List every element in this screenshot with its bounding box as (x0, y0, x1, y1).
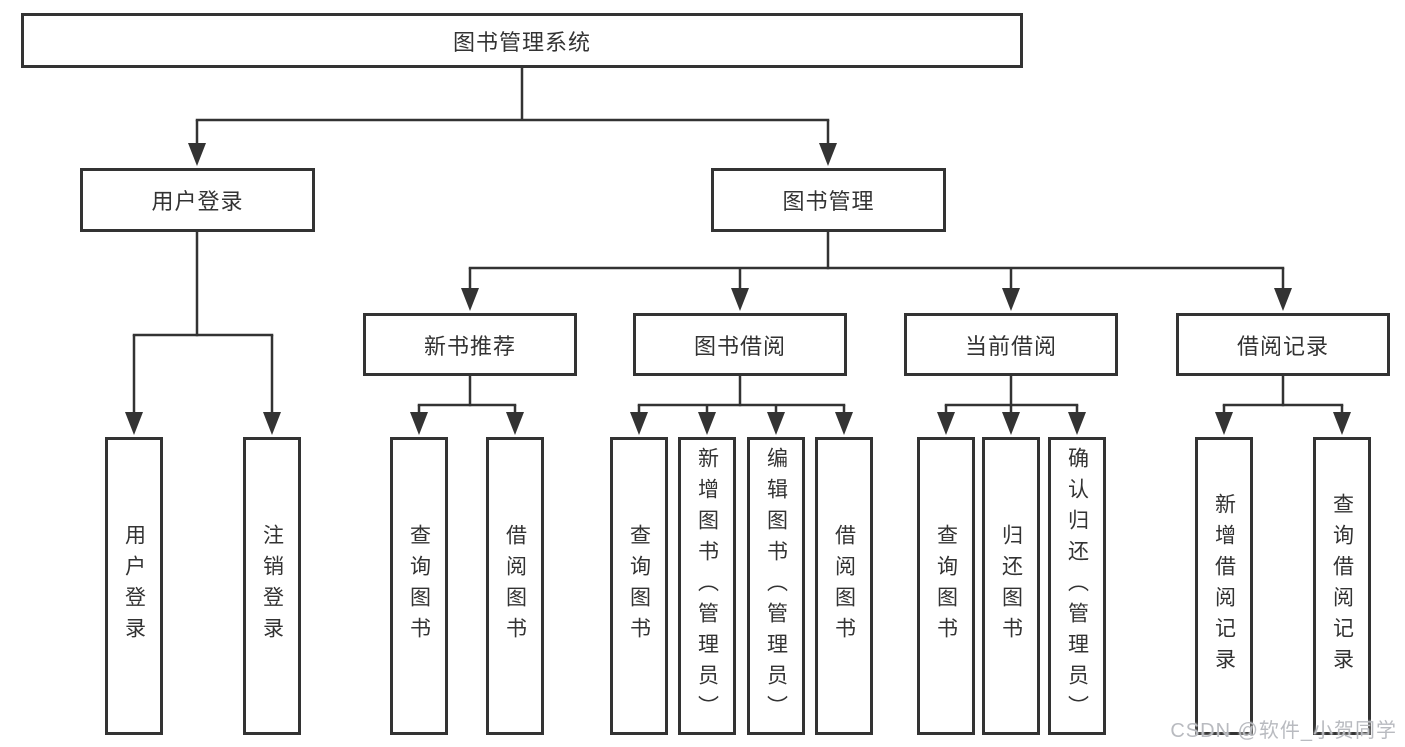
arrowheads-level2 (188, 143, 837, 166)
leaf-user-login: 用户登录 (105, 437, 163, 735)
leaf-query-borrow-record: 查询借阅记录 (1313, 437, 1371, 735)
leaf-recommend-query-books: 查询图书 (390, 437, 448, 735)
arrowheads-current-borrowing-leaves (937, 412, 1086, 435)
arrowheads-book-borrowing-leaves (630, 412, 853, 435)
leaf-label-borrowing-query-books: 查询图书 (627, 524, 651, 648)
connector-book-management-to-level3 (468, 232, 1285, 291)
connector-new-book-to-leaves (417, 376, 517, 415)
connector-user-login-to-leaves (132, 232, 274, 415)
node-label-borrowing-records: 借阅记录 (1236, 333, 1329, 359)
node-library-management-system: 图书管理系统 (21, 13, 1023, 68)
leaf-label-logout: 注销登录 (260, 524, 284, 648)
leaf-borrowing-borrow-books: 借阅图书 (815, 437, 873, 735)
leaf-label-borrowing-borrow-books: 借阅图书 (832, 524, 856, 648)
node-book-borrowing: 图书借阅 (633, 313, 847, 376)
leaf-label-recommend-query-books: 查询图书 (407, 524, 431, 648)
leaf-borrowing-query-books: 查询图书 (610, 437, 668, 735)
leaf-recommend-borrow-books: 借阅图书 (486, 437, 544, 735)
leaf-label-user-login: 用户登录 (122, 524, 146, 648)
node-user-login: 用户登录 (80, 168, 315, 232)
connector-current-borrowing-to-leaves (944, 376, 1079, 415)
leaf-add-book-admin: 新增图书（管理员） (678, 437, 736, 735)
leaf-return-books: 归还图书 (982, 437, 1040, 735)
leaf-confirm-return-admin: 确认归还（管理员） (1048, 437, 1106, 735)
node-label-new-book-recommend: 新书推荐 (423, 333, 516, 359)
csdn-watermark: CSDN @软件_小贺同学 (1170, 720, 1397, 742)
leaf-label-edit-book-admin: 编辑图书（管理员） (764, 446, 788, 726)
connector-borrowing-records-to-leaves (1222, 376, 1344, 415)
arrowheads-level3 (461, 288, 1292, 311)
arrowheads-borrowing-records-leaves (1215, 412, 1351, 435)
leaf-label-confirm-return-admin: 确认归还（管理员） (1065, 446, 1089, 726)
leaf-logout: 注销登录 (243, 437, 301, 735)
leaf-current-query-books: 查询图书 (917, 437, 975, 735)
node-label-current-borrowing: 当前借阅 (964, 333, 1057, 359)
node-borrowing-records: 借阅记录 (1176, 313, 1390, 376)
leaf-edit-book-admin: 编辑图书（管理员） (747, 437, 805, 735)
arrowheads-new-book-leaves (410, 412, 524, 435)
node-label-book-management: 图书管理 (782, 189, 875, 214)
leaf-add-borrow-record: 新增借阅记录 (1195, 437, 1253, 735)
connector-root-to-level2 (195, 68, 830, 146)
connector-book-borrowing-to-leaves (637, 376, 846, 415)
leaf-label-query-borrow-record: 查询借阅记录 (1330, 493, 1354, 679)
arrowheads-user-login-leaves (125, 412, 281, 435)
leaf-label-recommend-borrow-books: 借阅图书 (503, 524, 527, 648)
leaf-label-add-book-admin: 新增图书（管理员） (695, 446, 719, 726)
leaf-label-current-query-books: 查询图书 (934, 524, 958, 648)
node-label-user-login: 用户登录 (151, 189, 244, 214)
leaf-label-add-borrow-record: 新增借阅记录 (1212, 493, 1236, 679)
node-label-library-management-system: 图书管理系统 (452, 29, 591, 55)
node-current-borrowing: 当前借阅 (904, 313, 1118, 376)
node-new-book-recommend: 新书推荐 (363, 313, 577, 376)
node-label-book-borrowing: 图书借阅 (693, 333, 786, 359)
node-book-management: 图书管理 (711, 168, 946, 232)
leaf-label-return-books: 归还图书 (999, 524, 1023, 648)
